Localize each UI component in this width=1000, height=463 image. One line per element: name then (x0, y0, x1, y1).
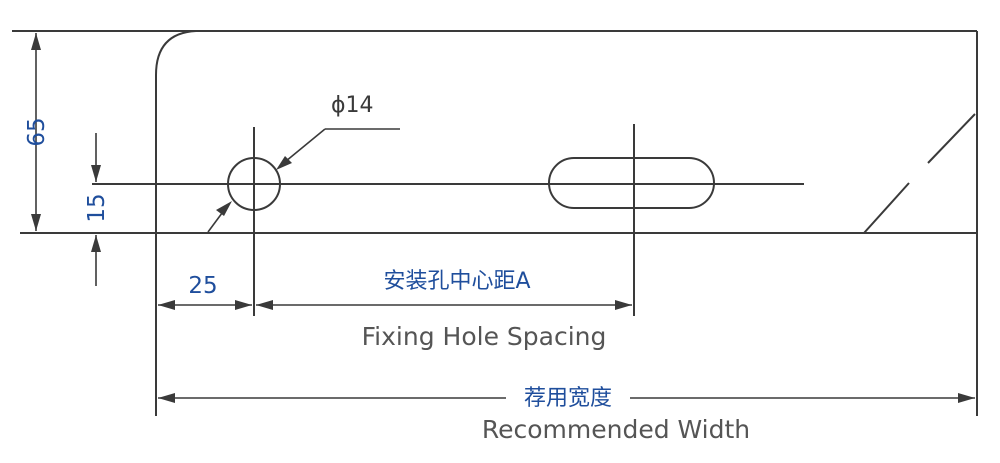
diameter-leader-arrow (276, 156, 292, 170)
dim-25-arrow-left (158, 300, 175, 310)
slot-hole (548, 157, 715, 209)
recommended-width-cn: 荐用宽度 (524, 386, 612, 411)
dim-65-arrow-bottom (31, 214, 41, 231)
dim-15-arrow-top (91, 165, 101, 182)
dim-width-arrow-right (958, 393, 975, 403)
dim-spacing-arrow-left (256, 300, 273, 310)
fixing-hole-spacing-cn: 安装孔中心距A (383, 269, 530, 294)
fixing-hole-spacing-en: Fixing Hole Spacing (362, 322, 607, 351)
dim-15-label: 15 (84, 193, 110, 222)
part-left-profile (155, 30, 197, 416)
dim-65-label: 65 (24, 117, 50, 146)
dim-spacing-arrow-right (615, 300, 632, 310)
dim-width-arrow-left (158, 393, 175, 403)
dim-25-arrow-right (235, 300, 252, 310)
break-line-upper (927, 113, 976, 164)
dim-25-label: 25 (188, 273, 217, 299)
break-line-lower (863, 182, 910, 234)
dim-15-arrow-bottom (91, 235, 101, 252)
dim-65-arrow-top (31, 33, 41, 50)
recommended-width-en: Recommended Width (482, 415, 750, 444)
hole-diameter-label: ϕ14 (331, 93, 374, 118)
diameter-leader-lower-arrow (216, 201, 232, 216)
